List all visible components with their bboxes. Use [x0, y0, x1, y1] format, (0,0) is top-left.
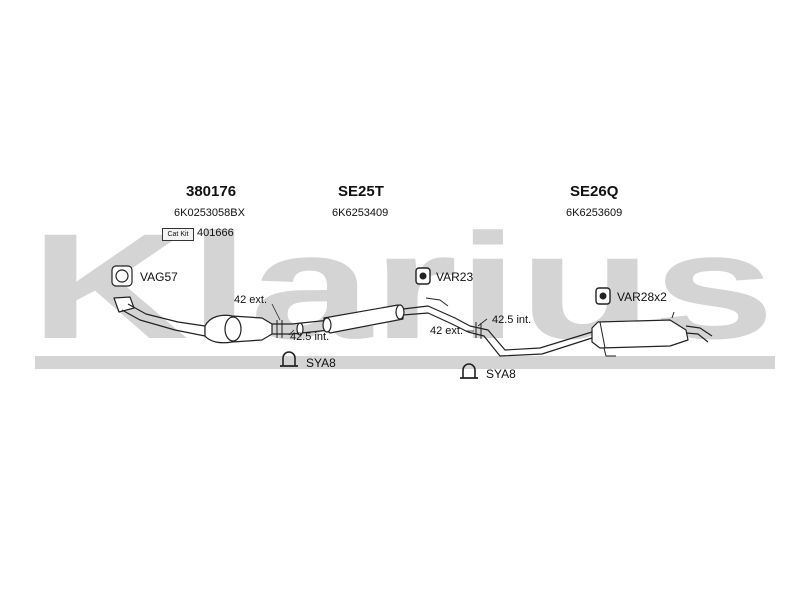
oem-number-middle: 6K6253409: [332, 207, 389, 219]
cat-kit-number: 401666: [197, 227, 234, 239]
rear-silencer: [467, 311, 713, 357]
joint2-ext-dimension: 42 ext.: [430, 325, 464, 337]
hanger-icon-rear: [595, 287, 611, 305]
joint1-ext-dimension: 42 ext.: [234, 294, 268, 306]
joint1-int-dimension: 42.5 int.: [290, 331, 330, 343]
hanger-mid-label: VAR23: [436, 270, 474, 284]
gasket-icon: [111, 265, 133, 287]
front-downpipe: [113, 296, 292, 344]
joint2-int-dimension: 42.5 int.: [492, 314, 532, 326]
hanger-icon-mid: [415, 267, 431, 285]
clamp-1-label: SYA8: [306, 356, 336, 370]
part-number-middle: SE25T: [338, 183, 384, 200]
clamp-2-label: SYA8: [486, 367, 516, 381]
leader-lines: [271, 303, 488, 336]
hanger-rear-label: VAR28x2: [617, 290, 667, 304]
clamp-icon-1: [280, 351, 298, 367]
part-number-rear: SE26Q: [570, 183, 619, 200]
watermark-underline: [35, 356, 775, 369]
cat-kit-badge: Cat Kit: [162, 228, 194, 241]
gasket-label: VAG57: [140, 270, 178, 284]
part-number-front: 380176: [186, 183, 237, 200]
oem-number-rear: 6K6253609: [566, 207, 623, 219]
oem-number-front: 6K0253058BX: [174, 207, 245, 219]
middle-silencer: [291, 297, 471, 336]
clamp-icon-2: [460, 363, 478, 379]
